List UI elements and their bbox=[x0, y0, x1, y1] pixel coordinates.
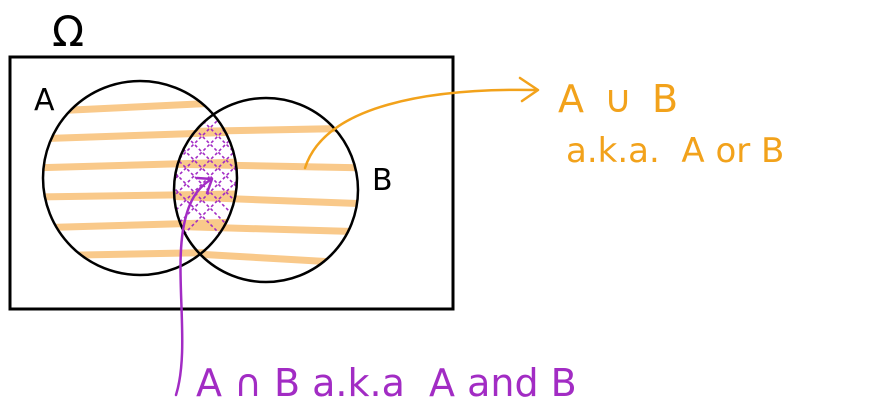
union-arrowhead bbox=[518, 76, 540, 103]
intersection-hatching bbox=[174, 98, 237, 275]
set-a-circle bbox=[41, 79, 239, 277]
intersection-arrowhead bbox=[195, 176, 214, 195]
universe-box bbox=[8, 55, 455, 311]
union-aka-label: a.k.a. A or B bbox=[566, 131, 784, 171]
universe-label: Ω bbox=[52, 7, 84, 56]
intersection-label: A ∩ B a.k.a A and B bbox=[196, 361, 577, 405]
set-b-label: B bbox=[372, 163, 393, 198]
intersection-arrow bbox=[174, 178, 212, 397]
union-label: A ∪ B bbox=[558, 77, 682, 121]
set-a-label: A bbox=[34, 83, 55, 118]
set-b-circle bbox=[172, 96, 360, 284]
union-arrow bbox=[303, 88, 538, 170]
